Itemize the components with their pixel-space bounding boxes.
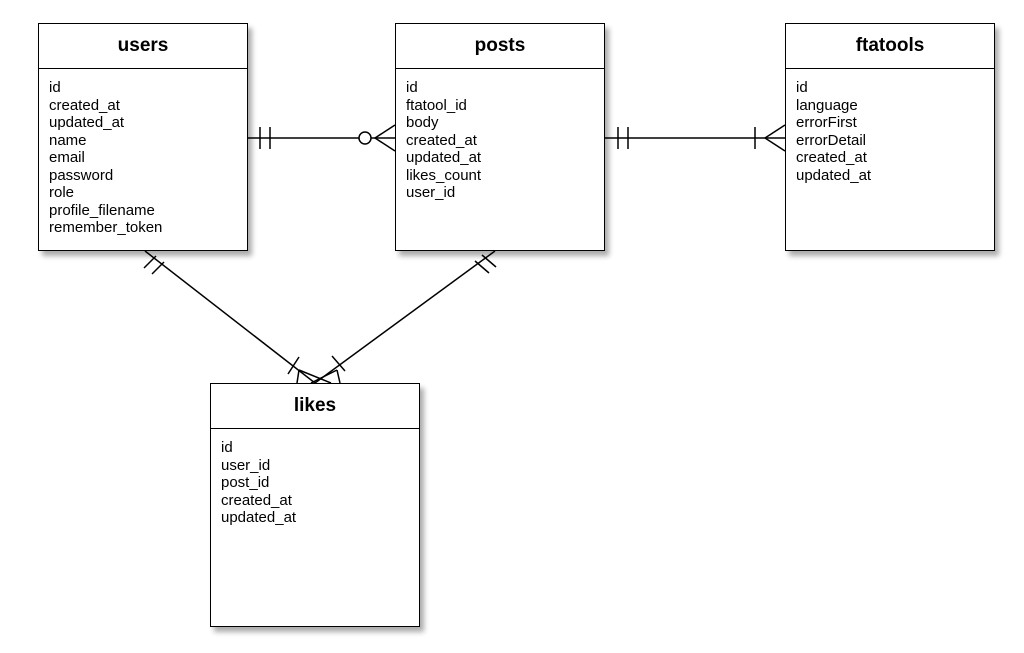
entity-users[interactable]: users id created_at updated_at name emai… (38, 23, 248, 251)
entity-title: ftatools (786, 24, 994, 69)
field-list: id language errorFirst errorDetail creat… (786, 69, 994, 184)
field-item: created_at (406, 131, 477, 149)
field-item: user_id (406, 184, 456, 201)
field-item: created_at (49, 96, 120, 114)
relationship-users-likes[interactable] (143, 250, 332, 384)
field-item: remember_token (49, 219, 163, 236)
field-item: user_id (221, 456, 271, 474)
entity-title: users (39, 24, 247, 69)
field-item: name (49, 131, 87, 149)
field-item: post_id (221, 474, 270, 491)
field-item: errorDetail (796, 131, 867, 149)
field-item: id (796, 79, 808, 96)
relationship-users-posts[interactable] (248, 124, 396, 152)
field-item: updated_at (221, 509, 297, 526)
field-item: role (49, 184, 75, 201)
field-item: created_at (221, 491, 292, 509)
entity-likes[interactable]: likes id user_id post_id created_at upda… (210, 383, 420, 627)
entity-title: posts (396, 24, 604, 69)
entity-posts[interactable]: posts id ftatool_id body created_at upda… (395, 23, 605, 251)
field-item: language (796, 96, 858, 114)
field-item: id (221, 439, 233, 456)
field-item: body (406, 114, 439, 131)
field-item: updated_at (406, 149, 482, 166)
field-item: ftatool_id (406, 96, 467, 114)
field-item: errorFirst (796, 114, 857, 131)
field-item: password (49, 166, 114, 184)
relationship-posts-ftatools[interactable] (605, 124, 786, 152)
field-item: profile_filename (49, 201, 155, 219)
field-list: id user_id post_id created_at updated_at (211, 429, 419, 527)
field-item: likes_count (406, 166, 482, 184)
relationship-posts-likes[interactable] (310, 250, 497, 384)
entity-ftatools[interactable]: ftatools id language errorFirst errorDet… (785, 23, 995, 251)
field-list: id created_at updated_at name email pass… (39, 69, 247, 237)
field-item: id (49, 79, 61, 96)
entity-title: likes (211, 384, 419, 429)
field-item: id (406, 79, 418, 96)
field-item: updated_at (49, 114, 125, 131)
field-item: email (49, 149, 85, 166)
field-item: updated_at (796, 166, 872, 184)
field-item: created_at (796, 149, 867, 166)
field-list: id ftatool_id body created_at updated_at… (396, 69, 604, 202)
